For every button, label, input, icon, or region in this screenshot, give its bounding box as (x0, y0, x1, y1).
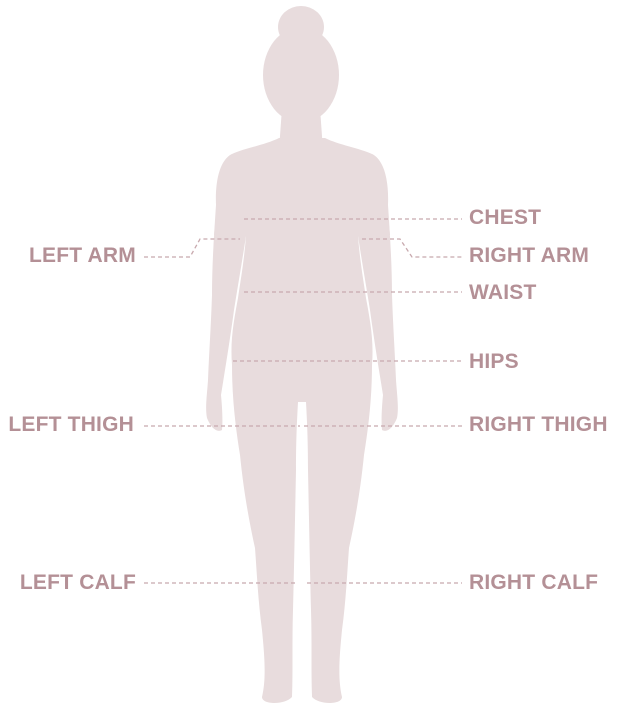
left-thigh-label: LEFT THIGH (8, 412, 134, 438)
right-thigh-label: RIGHT THIGH (469, 412, 608, 438)
waist-label: WAIST (469, 280, 537, 306)
right-arm-label: RIGHT ARM (469, 243, 589, 269)
left-arm-label: LEFT ARM (29, 243, 136, 269)
left-calf-label: LEFT CALF (20, 570, 136, 596)
hips-label: HIPS (469, 349, 519, 375)
body-silhouette-icon (206, 6, 398, 703)
right-calf-label: RIGHT CALF (469, 570, 598, 596)
chest-label: CHEST (469, 205, 541, 231)
